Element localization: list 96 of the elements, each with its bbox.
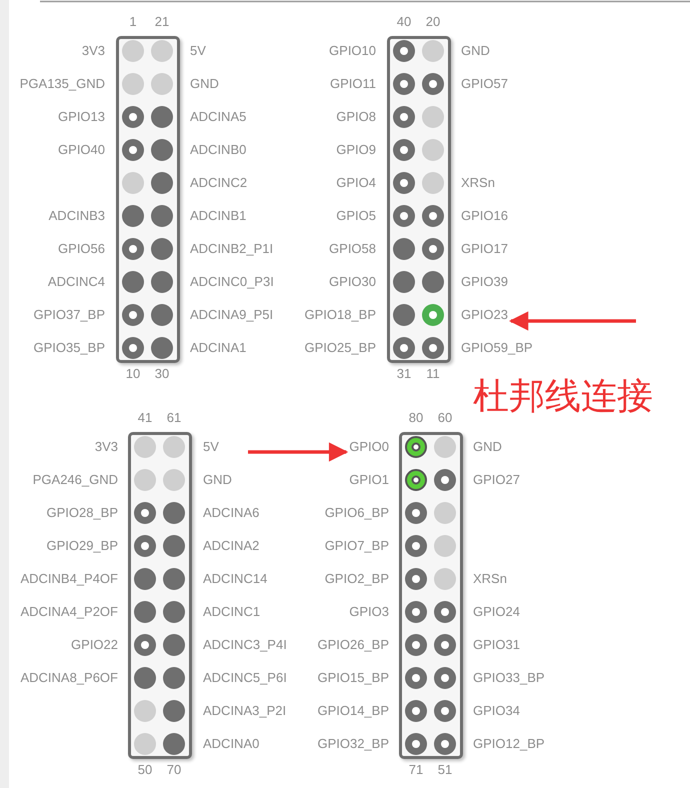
pin-label: GPIO39	[461, 274, 508, 290]
pin-header	[128, 432, 192, 759]
pin-label: GPIO4	[336, 175, 376, 191]
pin-label: GPIO24	[473, 604, 520, 620]
pin-number: 50	[136, 762, 154, 778]
pin-label: ADCINC5_P6I	[203, 670, 287, 686]
pointer-arrow	[509, 311, 636, 331]
pin-label: GPIO5	[336, 208, 376, 224]
pin-label: ADCINB4_P4OF	[20, 571, 118, 587]
pin-number: 1	[128, 14, 138, 30]
pin-label: XRSn	[461, 175, 495, 191]
pin-label: GPIO29_BP	[46, 538, 118, 554]
pin-label: GND	[461, 43, 490, 59]
pin-label: GPIO37_BP	[33, 307, 105, 323]
pin-label: ADCINA5	[190, 109, 246, 125]
pin-label: GPIO18_BP	[304, 307, 376, 323]
pin-label: GPIO2_BP	[324, 571, 389, 587]
pin-header	[116, 36, 180, 363]
pin-label: GPIO13	[58, 109, 105, 125]
pin-label: GPIO7_BP	[324, 538, 389, 554]
pin-header	[387, 36, 451, 363]
pin-number: 70	[166, 762, 182, 778]
pin-label: ADCINA6	[203, 505, 260, 521]
pin-label: ADCINB2_P1I	[190, 241, 274, 257]
pin-label: GND	[190, 76, 219, 92]
pin-label: GPIO10	[329, 43, 376, 59]
pin-label: GPIO3	[349, 604, 389, 620]
pin-label: ADCINC14	[203, 571, 268, 587]
pin-label: GPIO23	[461, 307, 508, 323]
pin-label: ADCINA0	[203, 736, 260, 752]
pin-label: GPIO34	[473, 703, 520, 719]
pin-label: ADCINA1	[190, 340, 246, 356]
pin-label: ADCINA8_P6OF	[20, 670, 118, 686]
pin-label: GPIO16	[461, 208, 508, 224]
pin-number: 61	[166, 410, 182, 426]
pin-label: GPIO1	[349, 472, 389, 488]
pin-label: GPIO0	[349, 439, 389, 455]
pin-label: ADCINA2	[203, 538, 260, 554]
pin-number: 80	[408, 410, 424, 426]
pin-label: ADCINC4	[48, 274, 105, 290]
pin-label: ADCINC2	[190, 175, 248, 191]
pin-label: 3V3	[82, 43, 105, 59]
pin-label: GPIO27	[473, 472, 520, 488]
pin-label: GPIO26_BP	[317, 637, 389, 653]
pin-label: PGA135_GND	[20, 76, 105, 92]
pin-label: GPIO22	[71, 637, 118, 653]
pin-number: 20	[424, 14, 442, 30]
pin-label: ADCINB0	[190, 142, 246, 158]
pin-label: ADCINC0_P3I	[190, 274, 274, 290]
pin-label: GPIO28_BP	[46, 505, 118, 521]
pin-label: ADCINB1	[190, 208, 246, 224]
pin-number: 30	[154, 366, 170, 382]
pin-label: GPIO15_BP	[317, 670, 389, 686]
pin-label: 5V	[203, 439, 219, 455]
pin-number: 10	[124, 366, 142, 382]
pin-number: 41	[136, 410, 154, 426]
pin-label: GND	[473, 439, 502, 455]
pin-label: GPIO8	[336, 109, 376, 125]
pin-label: GPIO17	[461, 241, 508, 257]
pin-label: GPIO12_BP	[473, 736, 545, 752]
pin-label: ADCINA4_P2OF	[20, 604, 118, 620]
pin-label: GPIO30	[329, 274, 376, 290]
pin-label: GPIO9	[336, 142, 376, 158]
pin-label: 3V3	[94, 439, 118, 455]
pin-label: PGA246_GND	[32, 472, 118, 488]
pin-label: ADCINA3_P2I	[203, 703, 286, 719]
pin-label: GPIO35_BP	[33, 340, 105, 356]
pin-label: GPIO14_BP	[317, 703, 389, 719]
pin-number: 40	[396, 14, 412, 30]
pin-label: XRSn	[473, 571, 507, 587]
pin-header	[399, 432, 463, 759]
pin-label: GPIO11	[330, 76, 376, 92]
pin-label: GPIO6_BP	[324, 505, 389, 521]
pin-number: 71	[408, 762, 424, 778]
pin-label: GPIO59_BP	[461, 340, 533, 356]
pin-number: 60	[436, 410, 454, 426]
pointer-arrow	[248, 442, 348, 462]
pin-number: 11	[425, 366, 441, 382]
pin-number: 21	[154, 14, 170, 30]
pin-number: 31	[396, 366, 412, 382]
pin-label: GPIO57	[461, 76, 508, 92]
pin-label: GPIO40	[58, 142, 105, 158]
pin-label: GPIO56	[58, 241, 105, 257]
pin-label: GPIO25_BP	[304, 340, 376, 356]
pin-label: GND	[203, 472, 232, 488]
pin-label: ADCINA9_P5I	[190, 307, 274, 323]
pin-label: GPIO58	[329, 241, 376, 257]
pin-label: 5V	[190, 43, 206, 59]
pin-label: GPIO31	[473, 637, 520, 653]
annotation-text: 杜邦线连接	[473, 376, 653, 418]
pin-label: GPIO33_BP	[473, 670, 545, 686]
pin-label: ADCINC1	[203, 604, 260, 620]
pin-label: ADCINC3_P4I	[203, 637, 287, 653]
pin-label: GPIO32_BP	[317, 736, 389, 752]
pin-number: 51	[436, 762, 454, 778]
pin-label: ADCINB3	[48, 208, 105, 224]
